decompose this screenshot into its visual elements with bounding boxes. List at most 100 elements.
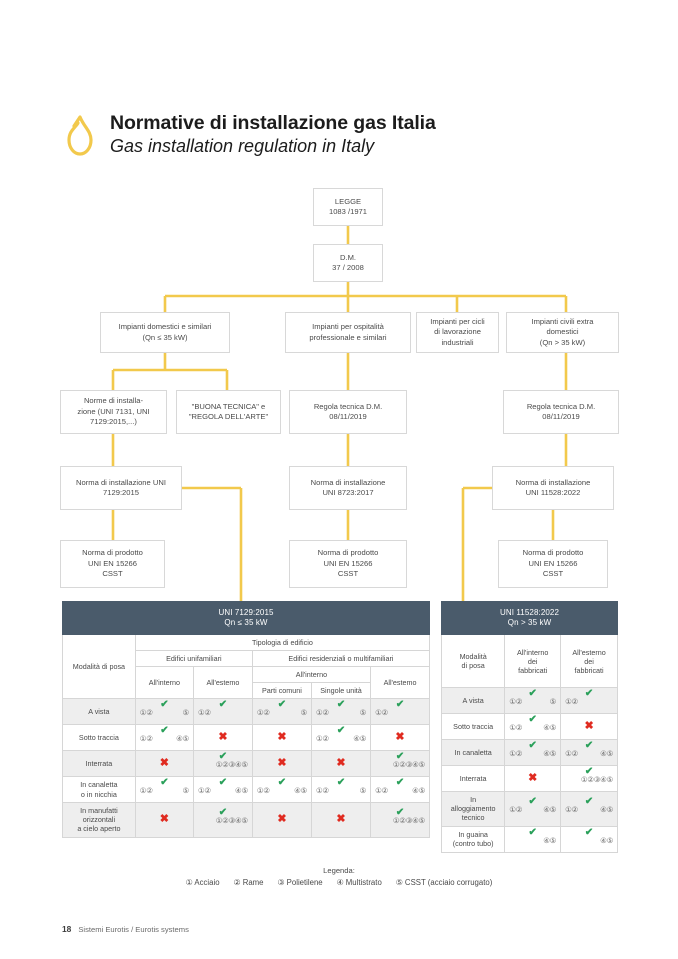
cross-icon: ✖ xyxy=(336,813,346,826)
check-icon: ✔ xyxy=(528,740,537,751)
check-icon: ✔ xyxy=(528,688,537,699)
page-number: 18 xyxy=(62,924,72,934)
material-codes: ①② xyxy=(372,709,428,718)
node-line: CSST xyxy=(542,569,564,579)
check-icon: ✔ xyxy=(584,796,594,808)
table-cell: ✔ ④⑤ xyxy=(560,825,618,853)
check-icon: ✔ xyxy=(336,699,346,710)
material-codes-right: ⑤ xyxy=(359,786,367,795)
node-line: 7129:2015 xyxy=(103,488,139,497)
material-codes-left: ①② xyxy=(315,708,329,717)
legend-item: ③ Polietilene xyxy=(277,878,323,887)
table-row: In guaina(contro tubo)✔④⑤✔④⑤ xyxy=(440,825,618,853)
table-cell: ✔①② xyxy=(370,698,430,725)
flow-node-norme-installazione: Norme di installa- zione (UNI 7131, UNI … xyxy=(60,390,167,434)
check-icon: ✔ xyxy=(395,777,405,788)
table-cell: ✔①②③④⑤ xyxy=(192,750,253,777)
material-codes-right: ④⑤ xyxy=(543,723,557,732)
table-cell: ✖ xyxy=(192,724,253,751)
node-line: Regola tecnica D.M. xyxy=(526,401,596,411)
table-cell: ✖ xyxy=(134,750,194,777)
flow-node-impianti-industriali: Impianti per cicli di lavorazione indust… xyxy=(416,312,499,353)
node-line: 7129:2015,...) xyxy=(90,417,137,427)
flow-node-dm: D.M. 37 / 2008 xyxy=(313,244,383,282)
col-multi-esterno: All'estemo xyxy=(370,666,430,699)
table-cell: ✔ ①② ④⑤ xyxy=(310,724,372,751)
material-codes-right: ④⑤ xyxy=(176,734,189,743)
flow-node-impianti-ospitalita: Impianti per ospitalità professionale e … xyxy=(285,312,411,353)
check-icon: ✔ xyxy=(528,826,537,838)
material-codes-right: ①②③④⑤ xyxy=(215,816,248,826)
material-codes: ①② ④⑤ xyxy=(137,735,192,744)
check-icon: ✔ xyxy=(218,807,228,819)
material-codes-right: ④⑤ xyxy=(600,835,613,845)
node-line: Norma di prodotto xyxy=(522,548,584,558)
table-cell: ✖ xyxy=(251,750,312,777)
page-title: Normative di installazione gas Italia xyxy=(110,112,436,134)
check-icon: ✔ xyxy=(584,826,594,838)
check-icon: ✔ xyxy=(277,699,287,710)
node-line: 1083 /1971 xyxy=(328,207,367,216)
material-codes-right: ①②③④⑤ xyxy=(392,760,425,769)
cross-icon: ✖ xyxy=(336,757,346,769)
node-line: zione (UNI 7131, UNI xyxy=(77,406,150,416)
material-codes-left: ①② xyxy=(315,734,329,743)
material-codes-right: ⑤ xyxy=(359,708,367,717)
table-banner-row: UNI 7129:2015 Qn ≤ 35 kW xyxy=(62,601,430,635)
material-codes-left: ①② xyxy=(197,786,211,795)
material-codes-left: ①② xyxy=(256,786,270,795)
node-line: Impianti civili extra xyxy=(531,316,594,326)
node-line: 37 / 2008 xyxy=(332,263,364,272)
table-cell: ✖ xyxy=(251,724,312,751)
page-subtitle: Gas installation regulation in Italy xyxy=(110,136,375,156)
cross-icon: ✖ xyxy=(584,720,594,732)
node-line: (Qn > 35 kW) xyxy=(539,337,586,347)
material-codes-right: ⑤ xyxy=(182,786,190,795)
material-codes: ①② ④⑤ xyxy=(313,735,369,744)
check-icon: ✔ xyxy=(277,777,287,788)
material-codes-right: ④⑤ xyxy=(600,749,613,758)
node-line: Norma di prodotto xyxy=(82,548,143,558)
node-line: professionale e similari xyxy=(309,332,387,342)
node-line: Impianti per ospitalità xyxy=(312,322,384,331)
material-codes: ①② xyxy=(195,709,251,718)
flow-node-legge: LEGGE 1083 /1971 xyxy=(313,188,383,226)
cross-icon: ✖ xyxy=(395,731,405,743)
check-icon: ✔ xyxy=(336,725,346,736)
node-line: di lavorazione xyxy=(434,327,481,337)
material-codes-left: ①② xyxy=(375,708,388,717)
material-codes: ④⑤ xyxy=(562,835,616,846)
material-codes-left: ①② xyxy=(139,734,153,743)
node-line: (Qn ≤ 35 kW) xyxy=(142,332,188,342)
node-line: CSST xyxy=(337,569,359,579)
banner-line-1: UNI 11528:2022 xyxy=(499,608,560,617)
check-icon: ✔ xyxy=(584,688,594,699)
node-line: Norme di installa- xyxy=(83,396,144,406)
material-codes-left: ①② xyxy=(139,786,153,795)
material-codes-right: ④⑤ xyxy=(353,734,367,743)
banner-line-2: Qn > 35 kW xyxy=(507,618,552,627)
check-icon: ✔ xyxy=(584,740,594,751)
table-cell: ✔①② xyxy=(560,687,618,714)
node-line: Impianti domestici e similari xyxy=(118,322,212,331)
table-cell: ✔①②③④⑤ xyxy=(560,765,618,792)
